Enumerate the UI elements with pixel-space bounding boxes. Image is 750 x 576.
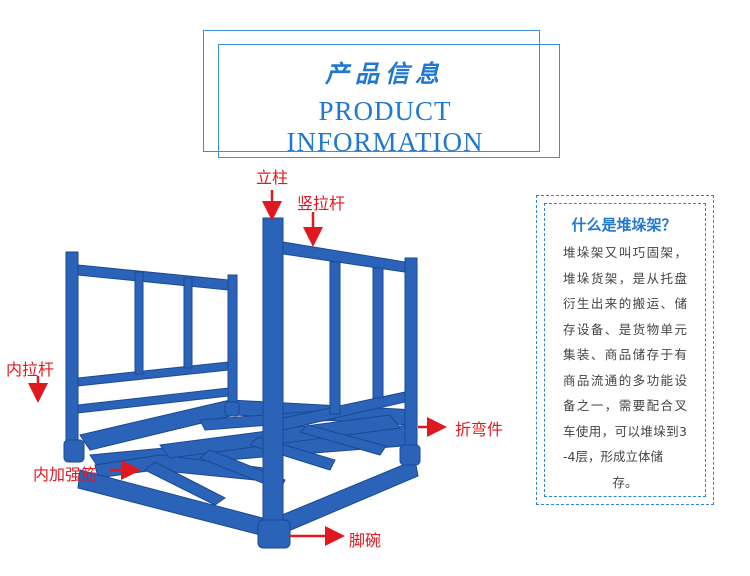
label-post: 立柱 xyxy=(256,168,289,187)
label-foot-cup: 脚碗 xyxy=(349,531,382,550)
page-title: 产品信息 xyxy=(325,59,445,88)
title-frame-inner xyxy=(218,44,560,158)
info-box-text: 堆垛架又叫巧固架，堆垛货架，是从托盘衍生出来的搬运、储存设备、是货物单元集装、商… xyxy=(563,245,687,464)
label-bend-part: 折弯件 xyxy=(455,420,504,439)
label-inner-rib: 内加强筋 xyxy=(33,465,98,484)
info-box-text-end: 存。 xyxy=(612,474,638,490)
label-vertical-bar: 竖拉杆 xyxy=(297,194,346,213)
title-frame-outer xyxy=(203,30,540,152)
info-box-outer xyxy=(536,195,714,505)
info-box-inner xyxy=(544,203,706,497)
label-inner-bar: 内拉杆 xyxy=(6,360,55,379)
page-subtitle: PRODUCT INFORMATION xyxy=(286,96,484,157)
info-box-title: 什么是堆垛架？ xyxy=(571,216,677,234)
info-box-body: 堆垛架又叫巧固架，堆垛货架，是从托盘衍生出来的搬运、储存设备、是货物单元集装、商… xyxy=(563,240,687,495)
